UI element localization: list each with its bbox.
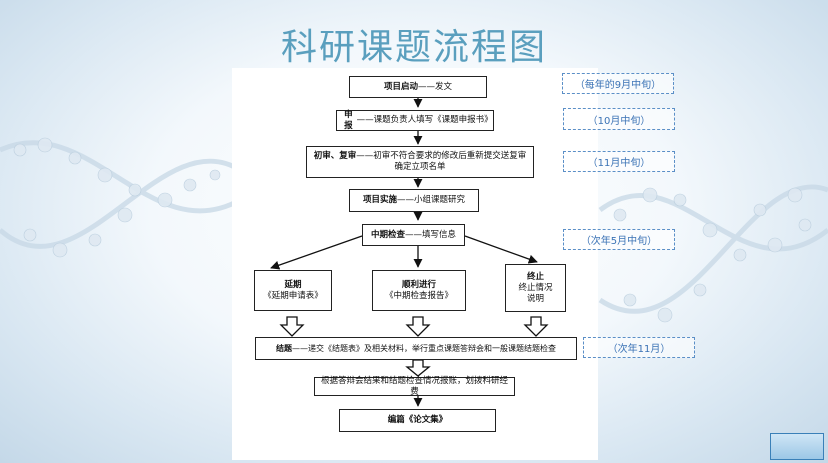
step-start-head: 项目启动 [383,81,418,92]
step-review-text: 初审不符合要求的修改后重新提交送复审 [373,151,527,161]
step-terminate-text: 终止情况 [518,282,553,293]
step-implement-sep: —— [397,195,414,205]
time-label-apply: （10月中旬） [563,108,675,130]
step-conclude-head: 结题 [276,344,292,353]
step-apply-sep: —— [356,115,374,125]
step-review-head: 初审、复审 [313,151,357,161]
step-review-sep: —— [356,151,374,161]
step-extend-head: 延期 [284,279,302,290]
time-label-conclude: （次年11月） [583,337,695,358]
step-terminate-box: 终止 终止情况 说明 [505,264,566,312]
step-midterm-sep: —— [405,229,422,240]
step-midterm-text: 填写信息 [422,229,457,240]
step-start-box: 项目启动——发文 [349,76,487,98]
time-label-start: （每年的9月中旬） [562,73,674,94]
step-extend-text: 《延期申请表》 [263,290,323,301]
step-compile-head: 编篇《论文集》 [387,415,448,425]
step-conclude-box: 结题——递交《结题表》及相关材料，举行重点课题答辩会和一般课题结题检查 [255,337,577,360]
step-extend-box: 延期 《延期申请表》 [254,270,332,311]
step-proceed-head: 顺利进行 [401,279,436,290]
step-implement-text: 小组课题研究 [414,195,466,205]
time-label-midterm: （次年5月中旬） [563,229,675,250]
step-fund-box: 根据答辩会结果和结题检查情况报账，划拨科研经费 [314,375,515,397]
step-review-text2: 确定立项名单 [394,162,446,172]
step-apply-head: 申报 [344,109,353,131]
time-label-review: （11月中旬） [563,151,675,172]
step-review-box: 初审、复审——初审不符合要求的修改后重新提交送复审 确定立项名单 [306,146,534,178]
step-fund-text: 根据答辩会结果和结题检查情况报账，划拨科研经费 [320,375,508,397]
step-terminate-text2: 说明 [526,293,544,304]
step-midterm-box: 中期检查——填写信息 [362,224,465,246]
step-apply-text: 课题负责人填写《课题申报书》 [373,115,493,125]
step-proceed-box: 顺利进行 《中期检查报告》 [372,270,466,311]
slide-nav-button[interactable] [770,433,824,460]
page-title: 科研课题流程图 [280,27,547,68]
step-proceed-text: 《中期检查报告》 [384,290,453,301]
step-apply-box: 申报——课题负责人填写《课题申报书》 [336,110,494,131]
step-compile-box: 编篇《论文集》 [339,409,496,432]
step-implement-box: 项目实施——小组课题研究 [349,189,479,212]
step-conclude-sep: —— [292,344,308,353]
step-start-text: 发文 [435,81,453,92]
step-implement-head: 项目实施 [362,195,397,205]
step-midterm-head: 中期检查 [370,229,405,240]
step-start-sep: —— [418,81,435,92]
step-terminate-head: 终止 [526,271,544,282]
step-conclude-text: 递交《结题表》及相关材料，举行重点课题答辩会和一般课题结题检查 [308,344,556,353]
